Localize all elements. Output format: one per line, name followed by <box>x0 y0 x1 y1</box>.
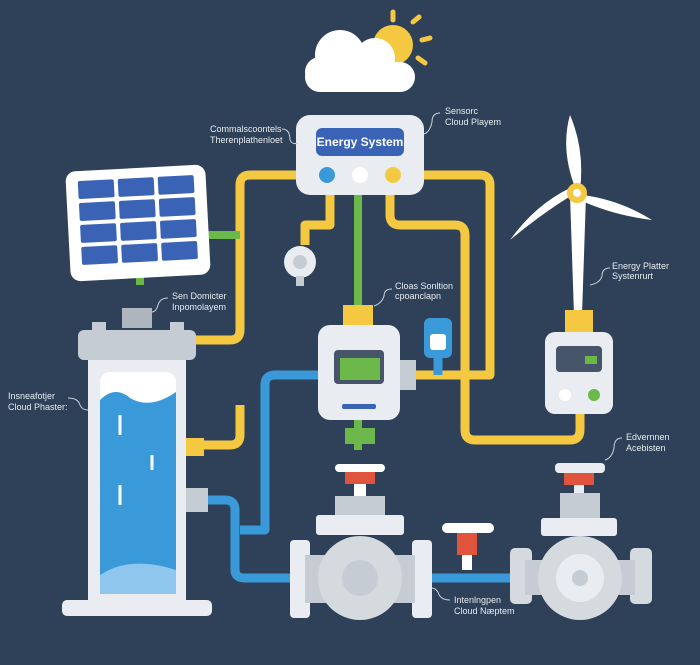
hub-title: Energy System <box>317 135 404 149</box>
water-tank <box>62 308 212 616</box>
wind-turbine <box>510 115 652 414</box>
label-wind: Energy Platter Systenrurt <box>612 261 669 281</box>
leader-lines <box>67 112 623 601</box>
label-tank: Insneafotjer Cloud Phaster: <box>8 391 68 412</box>
status-light-white <box>352 167 368 183</box>
label-text: Commalscoontels <box>210 124 282 134</box>
blue-sensor <box>424 318 452 358</box>
energy-system-hub: Energy System <box>296 115 424 195</box>
label-text: Edvernnen <box>626 432 670 442</box>
label-text: Energy Platter <box>612 261 669 271</box>
cloud-icon <box>305 30 415 92</box>
label-text: cpoanclapn <box>395 291 441 301</box>
label-meter: Cloas Sonltion cpoanclapn <box>395 281 453 301</box>
solar-panel <box>65 164 211 282</box>
status-light-blue <box>319 167 335 183</box>
yellow-pipes <box>190 170 585 450</box>
label-right-valve: Edvernnen Acebisten <box>626 432 670 453</box>
label-text: Cloud Næptem <box>454 606 515 616</box>
label-text: Cloud Phaster: <box>8 402 68 412</box>
right-valve-pump <box>510 463 652 620</box>
label-sensor-cloud: Sensorc Cloud Playem <box>445 106 501 127</box>
label-text: Intenlngpen <box>454 595 501 605</box>
label-text: Systenrurt <box>612 271 654 281</box>
label-pump: Intenlngpen Cloud Næptem <box>454 595 515 616</box>
label-text: Therenplathenloet <box>210 135 283 145</box>
label-communications: Commalscoontels Therenplathenloet <box>210 124 283 145</box>
flow-meter <box>318 305 416 444</box>
center-valve-pump <box>290 464 432 620</box>
label-text: Inpomolayem <box>172 302 226 312</box>
small-valve-sensor <box>284 246 316 286</box>
label-text: Sen Domicter <box>172 291 227 301</box>
label-text: Acebisten <box>626 443 666 453</box>
status-light-yellow <box>385 167 401 183</box>
label-text: Cloas Sonltion <box>395 281 453 291</box>
label-text: Cloud Playem <box>445 117 501 127</box>
small-red-valve <box>442 523 494 570</box>
label-text: Insneafotjer <box>8 391 55 401</box>
label-text: Sensorc <box>445 106 479 116</box>
label-solar: Sen Domicter Inpomolayem <box>172 291 227 312</box>
